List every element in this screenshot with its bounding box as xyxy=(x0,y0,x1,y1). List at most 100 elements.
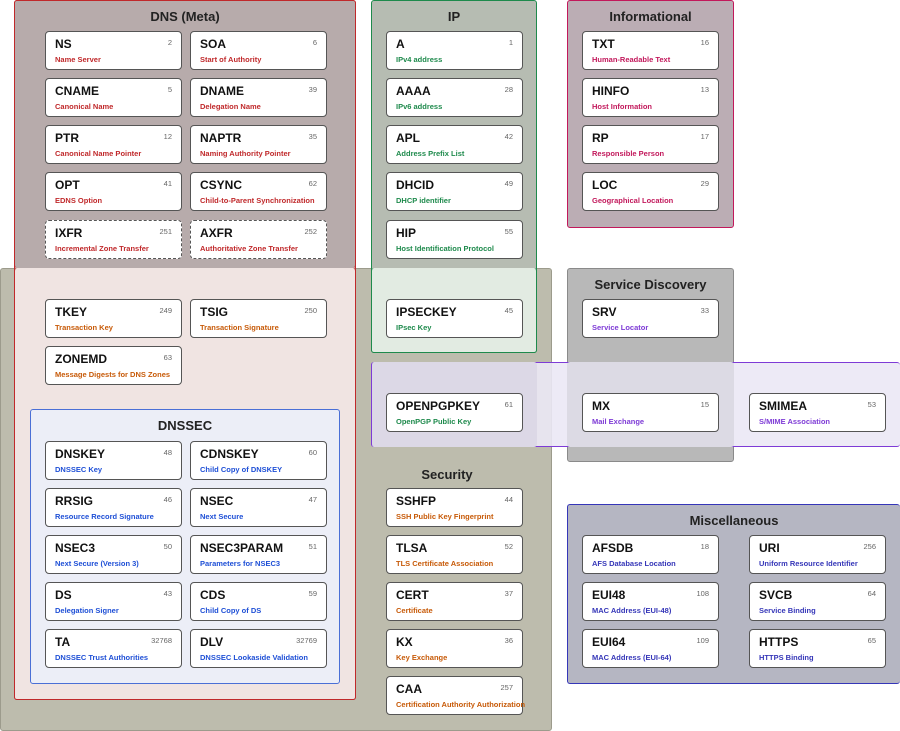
record-code: 252 xyxy=(304,227,317,236)
record-description: Child Copy of DS xyxy=(200,606,262,615)
record-description: Name Server xyxy=(55,55,101,64)
record-description: S/MIME Association xyxy=(759,417,830,426)
record-code: 45 xyxy=(504,306,513,315)
record-description: Resource Record Signature xyxy=(55,512,154,521)
record-description: Host Identification Protocol xyxy=(396,244,494,253)
record-description: Next Secure xyxy=(200,512,244,521)
record-name: CNAME xyxy=(55,84,99,98)
record-code: 16 xyxy=(700,38,709,47)
record-name: CERT xyxy=(396,588,429,602)
record-description: AFS Database Location xyxy=(592,559,676,568)
record-description: Child-to-Parent Synchronization xyxy=(200,196,315,205)
record-name: TLSA xyxy=(396,541,428,555)
record-description: Responsible Person xyxy=(592,149,665,158)
group-title-service: Service Discovery xyxy=(594,277,707,292)
record-name: DS xyxy=(55,588,72,602)
record-name: CDS xyxy=(200,588,226,602)
record-name: URI xyxy=(759,541,780,555)
record-description: Mail Exchange xyxy=(592,417,645,426)
record-name: RP xyxy=(592,131,609,145)
record-code: 6 xyxy=(312,38,317,47)
record-description: Human-Readable Text xyxy=(592,55,671,64)
record-name: MX xyxy=(592,399,610,413)
record-code: 64 xyxy=(867,589,876,598)
record-code: 65 xyxy=(867,636,876,645)
record-name: SMIMEA xyxy=(759,399,807,413)
record-name: OPT xyxy=(55,178,80,192)
record-code: 257 xyxy=(500,683,513,692)
record-name: DNSKEY xyxy=(55,447,106,461)
record-description: Child Copy of DNSKEY xyxy=(200,465,283,474)
record-code: 108 xyxy=(696,589,709,598)
record-description: Service Locator xyxy=(592,323,649,332)
record-description: IPv4 address xyxy=(396,55,443,64)
group-title-meta: DNS (Meta) xyxy=(150,9,220,24)
record-name: EUI48 xyxy=(592,588,626,602)
record-name: AFSDB xyxy=(592,541,634,555)
record-description: SSH Public Key Fingerprint xyxy=(396,512,494,521)
record-description: Canonical Name xyxy=(55,102,114,111)
record-name: DLV xyxy=(200,635,224,649)
record-description: Transaction Signature xyxy=(200,323,279,332)
record-name: HTTPS xyxy=(759,635,799,649)
record-code: 42 xyxy=(504,132,513,141)
record-code: 43 xyxy=(163,589,172,598)
record-description: DHCP identifier xyxy=(396,196,451,205)
record-code: 36 xyxy=(504,636,513,645)
record-code: 48 xyxy=(163,448,172,457)
record-name: HIP xyxy=(396,226,417,240)
record-description: Address Prefix List xyxy=(396,149,465,158)
record-code: 59 xyxy=(308,589,317,598)
record-description: Delegation Name xyxy=(200,102,261,111)
record-description: Certificate xyxy=(396,606,433,615)
